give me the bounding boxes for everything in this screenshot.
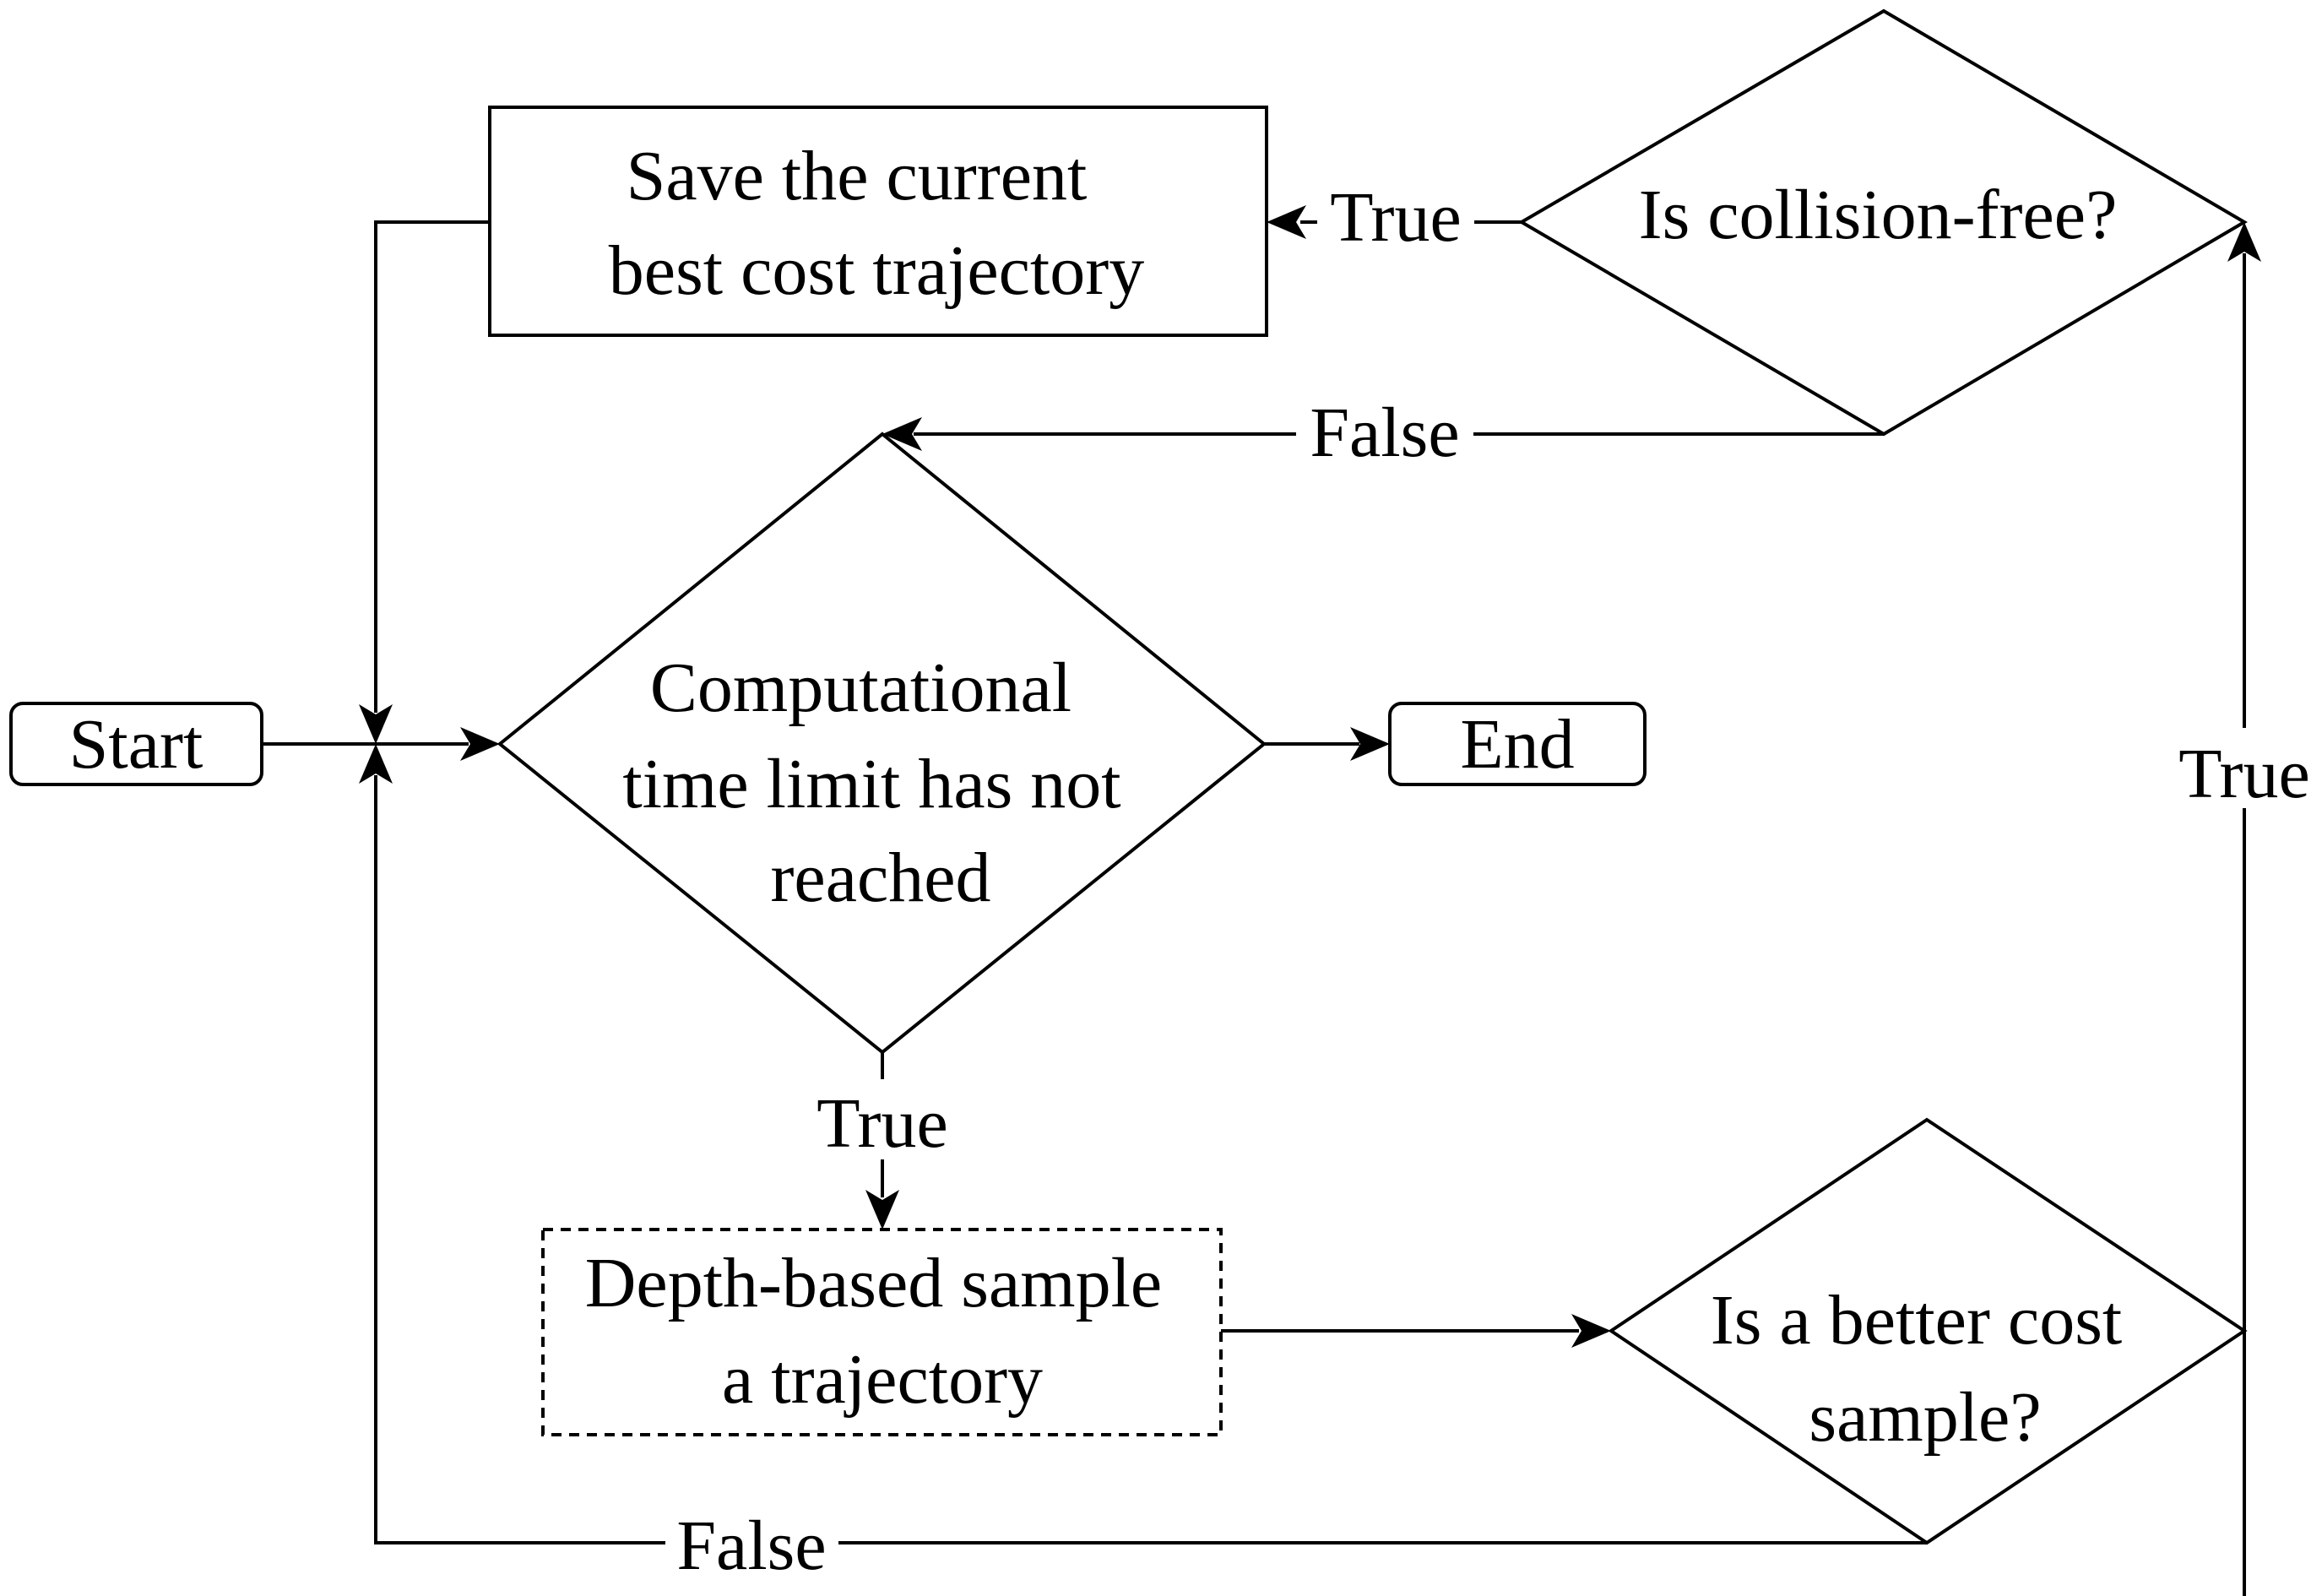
- save-best-label-line-2: best cost trajectory: [609, 231, 1144, 310]
- save-best-process: Save the current best cost trajectory: [488, 106, 1268, 337]
- arrowhead-better-cost-in: [1571, 1314, 1611, 1348]
- arrowhead-sample-in: [865, 1190, 899, 1230]
- svg-text:False: False: [1310, 394, 1459, 472]
- svg-text:True: True: [1330, 178, 1462, 257]
- arrowhead-junction-bottom: [359, 744, 393, 784]
- end-node: End: [1388, 702, 1647, 786]
- svg-text:Is collision-free?: Is collision-free?: [1639, 176, 2118, 254]
- time-limit-label-line-1: Computational: [650, 649, 1071, 727]
- svg-text:Save the current best co: Save the current best cost trajectory: [609, 137, 1144, 310]
- edge-better-cost-false-loop: [374, 775, 1927, 1544]
- depth-sample-label-line-2: a trajectory: [722, 1340, 1043, 1419]
- better-cost-decision: Is a better cost sample?: [1608, 1117, 2248, 1545]
- depth-sample-label-line-1: Depth-based sample: [585, 1244, 1162, 1322]
- save-best-label-line-1: Save the current: [627, 137, 1088, 215]
- arrowhead-end-in: [1350, 727, 1390, 761]
- arrowhead-collision-in: [2227, 222, 2261, 262]
- svg-text:Start: Start: [69, 705, 203, 784]
- depth-sample-process: Depth-based sample a trajectory: [541, 1228, 1223, 1436]
- collision-free-label: Is collision-free?: [1639, 176, 2118, 254]
- start-node: Start: [9, 702, 263, 786]
- edge-save-to-junction: [374, 220, 490, 713]
- end-node-label: End: [1460, 705, 1574, 784]
- label-cost-false: False: [665, 1501, 838, 1585]
- svg-text:False: False: [676, 1506, 826, 1585]
- start-node-label: Start: [69, 705, 203, 784]
- arrowhead-junction-top: [359, 704, 393, 744]
- better-cost-label-line-1: Is a better cost: [1711, 1281, 2122, 1360]
- svg-text:True: True: [2178, 735, 2310, 813]
- time-limit-decision: Computational time limit has not reached: [496, 432, 1267, 1055]
- label-collision-false: False: [1296, 393, 1473, 473]
- label-time-true: True: [802, 1079, 963, 1163]
- time-limit-label-line-3: reached: [770, 839, 990, 917]
- better-cost-label-line-2: sample?: [1809, 1378, 2041, 1457]
- collision-free-decision: Is collision-free?: [1518, 8, 2248, 437]
- svg-text:Computational time limit: Computational time limit has not reached: [622, 649, 1138, 917]
- label-collision-true: True: [1317, 178, 1474, 259]
- svg-text:Depth-based sample a tra: Depth-based sample a trajectory: [585, 1244, 1180, 1419]
- label-cost-true: True: [2166, 728, 2322, 813]
- arrowhead-save-in: [1267, 205, 1306, 239]
- time-limit-label-line-2: time limit has not: [622, 745, 1120, 823]
- arrowhead-decision-in: [460, 727, 500, 761]
- svg-text:End: End: [1460, 705, 1574, 784]
- arrowhead-decision-top: [882, 417, 922, 451]
- svg-text:Is a better cost sample?: Is a better cost sample?: [1711, 1281, 2140, 1457]
- svg-text:True: True: [816, 1084, 948, 1163]
